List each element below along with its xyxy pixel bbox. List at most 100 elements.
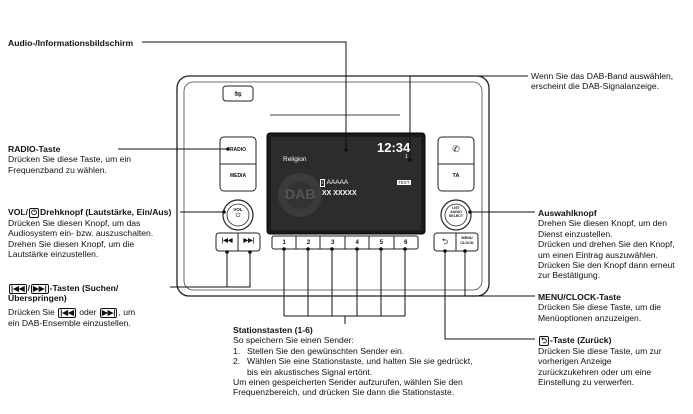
vol-knob-label: VOL/⏻Drehknopf (Lautstärke, Ein/Aus) Drü… xyxy=(8,207,208,259)
ta-button[interactable]: TA xyxy=(452,173,460,179)
preset-keys-step-1: 1. Stellen Sie den gewünschten Sender ein… xyxy=(233,346,523,356)
power-icon: ⏻ xyxy=(29,207,39,218)
vol-knob-desc-2: Audiosystem ein- bzw. auszuschalten. xyxy=(8,228,154,239)
preset-keys-step-2: 2. Wählen Sie eine Stationstaste, und hal… xyxy=(233,356,523,366)
preset-step-2-num: 2. xyxy=(233,356,241,367)
radio-key-desc-2: Frequenzband zu wählen. xyxy=(8,164,107,175)
select-knob-text: LIST AUDIO SELECT xyxy=(446,206,466,219)
back-arrow-icon: ⮌ xyxy=(539,335,550,346)
preset-keys-desc-1: So speichern Sie einen Sender: xyxy=(233,335,354,346)
menu-clock-title: MENU/CLOCK-Taste xyxy=(538,292,621,302)
preset-step-2-text-a: Wählen Sie eine Stationstaste, und halte… xyxy=(247,356,473,367)
preset-key-6[interactable]: 6 xyxy=(404,240,408,246)
select-text-3: SELECT xyxy=(448,214,464,219)
skip-back-inline-icon: |◀◀ xyxy=(58,307,76,318)
screen-title: Religion xyxy=(283,156,307,163)
dab-band-label: Wenn Sie das DAB-Band auswählen, erschei… xyxy=(531,71,691,92)
seek-keys-desc-1: Drücken Sie |◀◀ oder ▶▶|, um xyxy=(8,307,208,318)
screen-line-1-text: AAAAA xyxy=(326,179,349,186)
select-knob-desc-5: Drücken Sie den Knopf dann erneut xyxy=(538,260,675,271)
back-key-desc-1: Drücken Sie diese Taste, um zur xyxy=(538,345,662,356)
media-button[interactable]: MEDIA xyxy=(229,173,247,179)
select-knob-desc-1: Drehen Sie diesen Knopf, um den xyxy=(538,218,667,229)
preset-keys-step-2b: bis ein akustisches Signal ertönt. xyxy=(247,366,373,377)
audio-screen-title: Audio-/Informationsbildschirm xyxy=(8,38,134,48)
radio-button[interactable]: RADIO xyxy=(229,147,247,153)
top-left-button[interactable] xyxy=(222,85,254,102)
seek-keys-title: |◀◀/▶▶|-Tasten (Suchen/ xyxy=(9,283,119,294)
preset-key-4[interactable]: 4 xyxy=(355,240,359,246)
menu-clock-desc-2: Menüoptionen anzuzeigen. xyxy=(538,312,642,323)
back-key-label: ⮌-Taste (Zurück) Drücken Sie diese Taste… xyxy=(538,335,693,387)
preset-key-2[interactable]: 2 xyxy=(306,240,311,246)
bezel-inner xyxy=(183,81,483,291)
preset-step-1-num: 1. xyxy=(233,345,241,356)
radio-key-desc-1: Drücken Sie diese Taste, um ein xyxy=(8,154,132,165)
seek-keys-title-suffix: -Tasten (Suchen/ xyxy=(49,283,119,293)
skip-forward-inline-icon: ▶▶| xyxy=(99,307,118,318)
audio-screen-label: Audio-/Informationsbildschirm xyxy=(8,38,133,48)
preset-keys-group xyxy=(271,235,419,250)
select-knob-desc-6: zur Bestätigung. xyxy=(538,270,601,281)
vol-knob-desc-4: Lautstärke einzustellen. xyxy=(8,248,99,259)
vol-knob-title-prefix: VOL/ xyxy=(8,207,29,217)
select-knob-label: Auswahlknopf Drehen Sie diesen Knopf, um… xyxy=(538,208,693,281)
preset-key-5[interactable]: 5 xyxy=(379,240,384,246)
seek-keys-text-prefix: Drücken Sie xyxy=(8,307,55,318)
preset-keys-label: Stationstasten (1-6) So speichern Sie ei… xyxy=(233,325,523,398)
back-key-title-suffix: -Taste (Zurück) xyxy=(550,335,612,345)
back-device-icon: ⮌ xyxy=(441,237,449,246)
phone-icon: ✆ xyxy=(452,144,460,154)
skip-forward-icon: ▶▶| xyxy=(31,283,49,294)
preset-key-3[interactable]: 3 xyxy=(331,240,335,246)
preset-keys-desc-5: Frequenzbereich, und drücken Sie dann di… xyxy=(233,387,455,398)
preset-keys-desc-4: Um einen gespeicherten Sender aufzurufen… xyxy=(233,377,463,388)
screen-line-1: i AAAAA xyxy=(320,179,349,187)
info-icon: i xyxy=(320,179,326,187)
preset-key-1[interactable]: 1 xyxy=(282,240,286,246)
radio-key-label: RADIO-Taste Drücken Sie diese Taste, um … xyxy=(8,144,178,175)
menu-clock-desc-1: Drücken Sie diese Taste, um die xyxy=(538,302,662,313)
seek-keys-text-suffix: , um xyxy=(118,307,136,318)
seek-keys-title-2: Überspringen) xyxy=(8,292,67,303)
back-key-desc-2: vorherigen Anzeige xyxy=(538,356,612,367)
skip-back-device-icon: |◀◀ xyxy=(221,238,233,244)
text-badge: TEXT xyxy=(397,180,411,185)
preset-keys: 1 2 3 4 5 6 xyxy=(272,237,418,249)
screen-clock: 12:34 xyxy=(377,140,411,155)
clock-text: CLOCK xyxy=(460,240,474,245)
vol-power-icon: ⏻ xyxy=(235,213,241,219)
radio-key-title: RADIO-Taste xyxy=(8,144,61,154)
skip-back-button[interactable]: |◀◀ xyxy=(218,237,236,244)
select-knob-title: Auswahlknopf xyxy=(538,208,597,218)
seek-keys-desc-2: ein DAB-Ensemble einzustellen. xyxy=(8,317,131,328)
dab-watermark: DAB xyxy=(285,186,316,202)
select-knob-desc-4: um einen Eintrag auszuwählen. xyxy=(538,249,658,260)
vol-knob-title-suffix: Drehknopf (Lautstärke, Ein/Aus) xyxy=(40,207,172,217)
phone-button[interactable]: ✆ xyxy=(442,144,470,155)
back-key-desc-4: Einstellung zu verwerfen. xyxy=(538,376,635,387)
menu-text: MENU xyxy=(461,236,473,240)
vol-knob-desc-3: Drehen Sie diesen Knopf, um die xyxy=(8,238,135,249)
vol-label: VOL xyxy=(233,207,243,212)
vol-knob-desc-1: Drücken Sie diesen Knopf, um das xyxy=(8,217,141,228)
select-text-2: AUDIO xyxy=(450,210,462,215)
select-knob-desc-3: Drücken und drehen Sie den Knopf, xyxy=(538,239,675,250)
skip-back-icon: |◀◀ xyxy=(9,283,27,294)
svg-text:⇋: ⇋ xyxy=(234,89,242,99)
dab-band-desc-1: Wenn Sie das DAB-Band auswählen, xyxy=(531,71,674,81)
menu-clock-button[interactable]: MENU CLOCK xyxy=(457,236,477,245)
menu-clock-label: MENU/CLOCK-Taste Drücken Sie diese Taste… xyxy=(538,292,693,323)
seek-keys-text-mid: oder xyxy=(79,307,97,318)
back-key-desc-3: zurückzukehren oder um eine xyxy=(538,366,652,377)
skip-forward-button[interactable]: ▶▶| xyxy=(240,237,258,244)
preset-step-1-text: Stellen Sie den gewünschten Sender ein. xyxy=(247,345,405,356)
seek-keys-label: |◀◀/▶▶|-Tasten (Suchen/ Überspringen) Dr… xyxy=(8,283,208,328)
screen-line-2: XX XXXXX xyxy=(322,190,357,197)
back-button[interactable]: ⮌ xyxy=(436,236,454,250)
preset-keys-title: Stationstasten (1-6) xyxy=(233,325,313,335)
signal-indicator: 1 xyxy=(405,154,408,160)
vol-knob-title: VOL/⏻Drehknopf (Lautstärke, Ein/Aus) xyxy=(8,207,208,218)
select-text-1: LIST xyxy=(452,206,460,210)
